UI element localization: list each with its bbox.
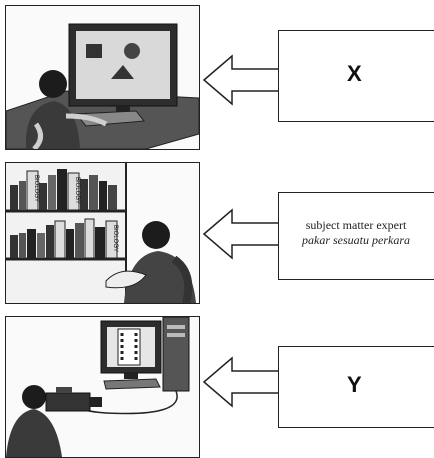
computer-user-illustration [6, 23, 199, 149]
arrow-left-icon [202, 208, 281, 260]
bookshelf-reader-illustration: BIOLOGY BIOLOGY BIOLOGY [6, 163, 196, 303]
arrow-left-icon [202, 356, 281, 408]
book-spine-label: BIOLOGY [74, 177, 80, 204]
book-spine-label: BIOLOGY [112, 225, 118, 252]
video-camera-illustration [6, 317, 190, 457]
panel-subject-matter-expert: BIOLOGY BIOLOGY BIOLOGY [5, 162, 200, 304]
sme-caption: subject matter expert pakar sesuatu perk… [280, 218, 432, 248]
book-spine-label: BIOLOGY [33, 175, 39, 202]
label-box-sme [278, 192, 434, 280]
panel-computer-user [5, 5, 200, 150]
caption-malay: pakar sesuatu perkara [302, 233, 410, 247]
label-box-x [278, 30, 434, 122]
caption-english: subject matter expert [305, 218, 407, 232]
arrow-left-icon [202, 54, 281, 106]
panel-video-producer [5, 316, 200, 458]
label-y: Y [347, 372, 362, 397]
label-box-y [278, 346, 434, 428]
label-x: X [347, 61, 362, 86]
